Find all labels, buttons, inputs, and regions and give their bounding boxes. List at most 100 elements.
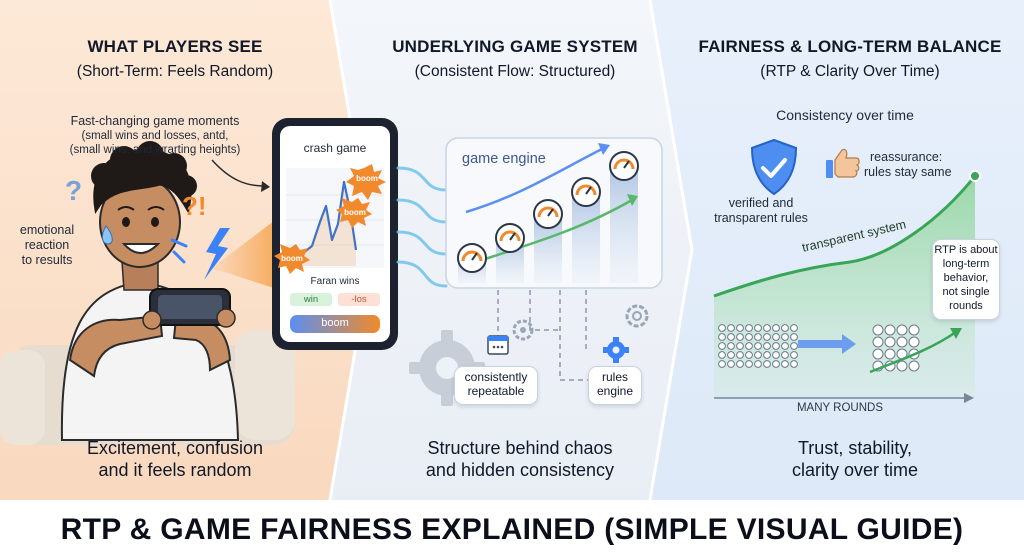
- system-caption-2: and hidden consistency: [425, 460, 615, 480]
- boom-label-1: boom: [356, 174, 378, 183]
- players-caption-2: and it feels random: [98, 460, 252, 480]
- calendar-icon: [487, 335, 509, 355]
- round-icon: [790, 360, 798, 368]
- players-subheading: (Short-Term: Feels Random): [76, 63, 274, 80]
- emotional-reaction-3: to results: [21, 253, 73, 267]
- round-icon: [790, 342, 798, 350]
- gauge-icons: [457, 151, 639, 273]
- round-icon: [754, 360, 762, 368]
- rtp-note-3: behavior,: [943, 272, 989, 284]
- round-icon: [772, 333, 780, 341]
- loss-chip: [338, 293, 380, 306]
- reassurance-line-1: reassurance:: [870, 150, 943, 164]
- fairness-subheading: (RTP & Clarity Over Time): [760, 63, 940, 80]
- fairness-caption-1: Trust, stability,: [797, 438, 913, 458]
- round-icon: [727, 324, 735, 332]
- round-icon: [763, 324, 771, 332]
- round-icon: [763, 351, 771, 359]
- consistency-label: Consistency over time: [776, 107, 914, 123]
- fairness-caption-2: clarity over time: [791, 460, 919, 480]
- round-icon: [754, 351, 762, 359]
- boom-button[interactable]: boom: [321, 317, 349, 329]
- system-subheading: (Consistent Flow: Structured): [414, 63, 616, 80]
- round-icon: [754, 342, 762, 350]
- round-icon: [754, 333, 762, 341]
- emotional-reaction-1: emotional: [19, 223, 75, 237]
- round-icon: [727, 333, 735, 341]
- outline-gear-icon: [625, 304, 649, 328]
- round-icon: [727, 360, 735, 368]
- game-engine-label: game engine: [462, 151, 546, 167]
- round-icon: [745, 333, 753, 341]
- round-icon: [745, 351, 753, 359]
- reassurance-line-2: rules stay same: [864, 165, 952, 179]
- trend-arrow: [869, 330, 957, 374]
- round-icon: [790, 333, 798, 341]
- engine-connectors: [396, 166, 448, 288]
- round-icon: [884, 348, 896, 360]
- annotation-arrow: [211, 159, 265, 187]
- round-icon: [781, 342, 789, 350]
- thumbs-up-icon: [826, 148, 860, 178]
- players-caption-1: Excitement, confusion: [86, 438, 264, 458]
- phone-status-text: Faran wins: [310, 276, 360, 287]
- round-icon: [790, 351, 798, 359]
- boom-burst-2: [336, 198, 372, 228]
- round-icon: [745, 360, 753, 368]
- rounds-grid-many: [718, 324, 798, 368]
- rules-gear-icon: [603, 337, 629, 363]
- round-icon: [908, 360, 920, 372]
- round-icon: [736, 351, 744, 359]
- system-caption-1: Structure behind chaos: [427, 438, 613, 458]
- boom-button-bg: [290, 315, 380, 333]
- players-annotation-2: (small wins and losses, antd,: [81, 130, 229, 142]
- footer-title-bar: RTP & GAME FAIRNESS EXPLAINED (SIMPLE VI…: [0, 500, 1024, 559]
- verified-line-1: verified and: [728, 196, 794, 210]
- gear-icon: [409, 330, 485, 406]
- reaction-symbols: ? ?!: [65, 175, 230, 280]
- rtp-note-1: RTP is about: [934, 244, 998, 256]
- flow-arrow: [798, 334, 856, 354]
- emotional-reaction-2: reaction: [24, 238, 70, 252]
- verified-shield-icon: [750, 138, 798, 196]
- players-annotation-1: Fast-changing game moments: [70, 114, 240, 128]
- round-icon: [772, 324, 780, 332]
- boom-burst-3: [274, 244, 310, 274]
- round-icon: [896, 360, 908, 372]
- footer-title: RTP & GAME FAIRNESS EXPLAINED (SIMPLE VI…: [60, 513, 964, 546]
- round-icon: [781, 360, 789, 368]
- round-icon: [872, 336, 884, 348]
- system-heading: UNDERLYING GAME SYSTEM: [392, 37, 638, 56]
- repeatable-badge: consistently repeatable: [454, 366, 538, 405]
- round-icon: [772, 342, 780, 350]
- round-icon: [781, 351, 789, 359]
- round-icon: [754, 324, 762, 332]
- svg-text:?: ?: [65, 175, 82, 206]
- curve-endpoint: [969, 170, 981, 182]
- round-icon: [772, 351, 780, 359]
- repeatable-line-1: consistently: [464, 370, 528, 384]
- consistency-curve: [713, 175, 977, 298]
- round-icon: [872, 348, 884, 360]
- round-icon: [908, 324, 920, 336]
- round-icon: [896, 336, 908, 348]
- round-icon: [718, 333, 726, 341]
- round-icon: [736, 360, 744, 368]
- players-annotation-3: (small wins, and wrarting heights): [69, 144, 241, 156]
- round-icon: [727, 342, 735, 350]
- win-label: win: [303, 294, 319, 305]
- round-icon: [781, 333, 789, 341]
- players-heading: WHAT PLAYERS SEE: [87, 37, 263, 56]
- round-icon: [745, 324, 753, 332]
- round-icon: [736, 333, 744, 341]
- loss-label: -los: [351, 294, 367, 305]
- trend-arrow-head: [950, 328, 962, 339]
- round-icon: [718, 360, 726, 368]
- round-icon: [745, 342, 753, 350]
- round-icon: [718, 342, 726, 350]
- rules-engine-badge: rules engine: [588, 366, 642, 405]
- verified-line-2: transparent rules: [714, 211, 808, 225]
- round-icon: [896, 324, 908, 336]
- rules-line-2: engine: [596, 384, 634, 398]
